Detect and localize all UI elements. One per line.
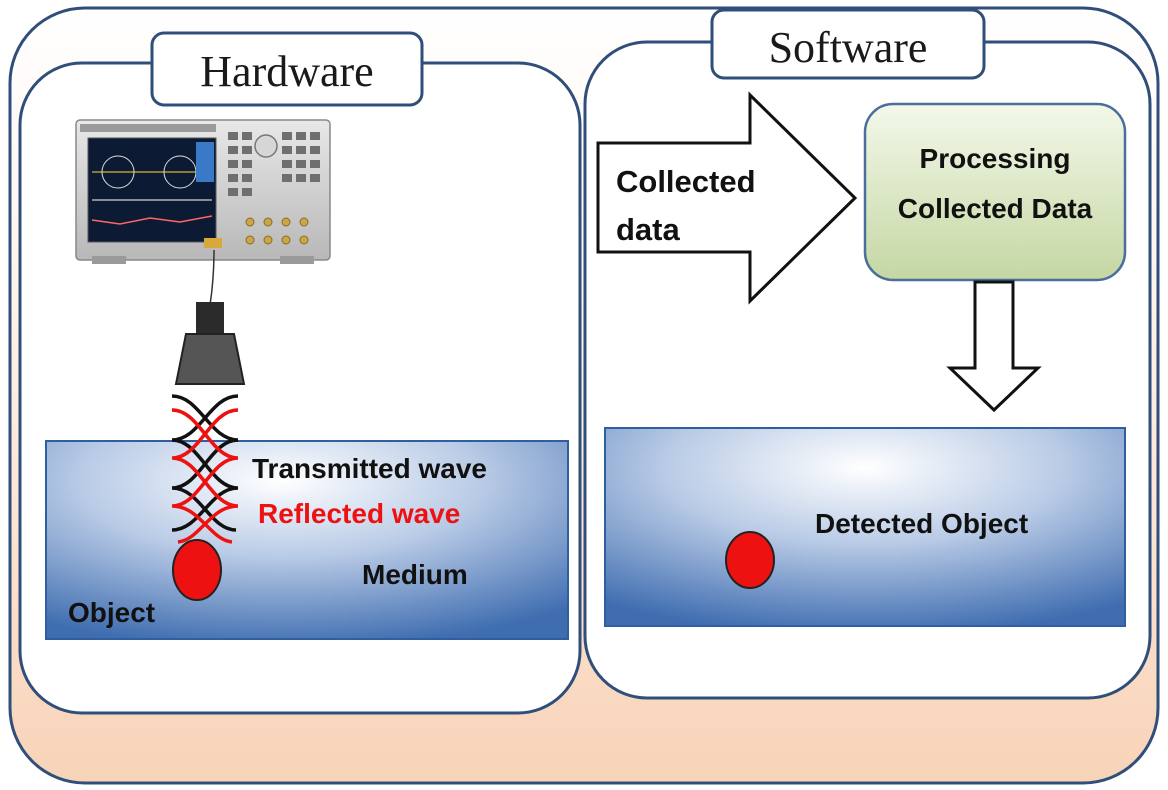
transmitted-wave-2 <box>171 394 239 532</box>
processing-box <box>863 102 1127 282</box>
hardware-title-box <box>150 31 424 107</box>
detected-object-label: Detected Object <box>815 508 1028 539</box>
hardware-title: Hardware <box>200 47 373 96</box>
detected-object-dot <box>725 531 775 589</box>
wave-pattern <box>171 394 239 544</box>
software-title-box <box>710 8 986 80</box>
medium-label: Medium <box>362 559 468 590</box>
arrow-label-line1: Collected <box>616 164 756 199</box>
reflected-wave-label: Reflected wave <box>258 498 460 529</box>
processing-line2: Collected Data <box>898 193 1093 224</box>
transmitted-wave-label: Transmitted wave <box>252 453 487 484</box>
network-analyzer-icon <box>75 119 331 264</box>
software-medium <box>604 427 1126 627</box>
processing-line1: Processing <box>920 143 1071 174</box>
software-title: Software <box>769 23 928 72</box>
object-dot <box>172 539 222 601</box>
arrow-label-line2: data <box>616 212 681 247</box>
reflected-wave-2 <box>171 408 239 544</box>
down-arrow <box>946 280 1042 413</box>
collected-data-arrow <box>596 91 858 305</box>
object-label: Object <box>68 597 155 628</box>
horn-antenna-icon <box>174 302 246 385</box>
cable <box>209 249 215 306</box>
hardware-medium <box>45 440 569 640</box>
